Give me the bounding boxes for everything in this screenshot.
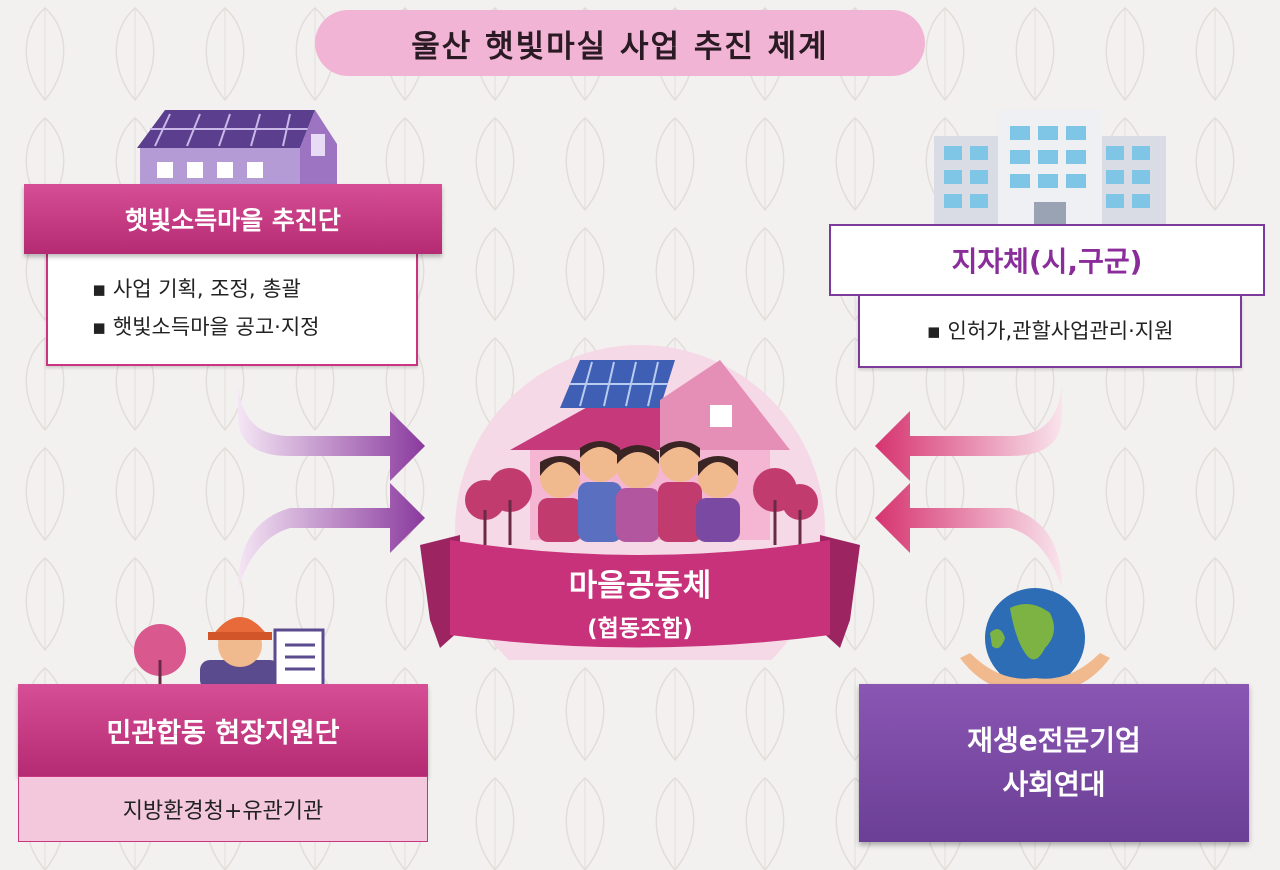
community-house-icon xyxy=(420,345,860,660)
promotion-team-header: 햇빛소득마을 추진단 xyxy=(24,184,442,254)
solar-house-icon xyxy=(137,110,337,188)
arrow-right-icon xyxy=(238,388,425,588)
renewable-enterprise-box: 재생e전문기업 사회연대 xyxy=(859,684,1249,842)
task-item: ▪ 사업 기획, 조정, 총괄 xyxy=(92,277,301,301)
village-community-label: 마을공동체 (협동조합) xyxy=(440,548,840,648)
government-building-icon xyxy=(934,110,1166,226)
task-item: ▪ 인허가,관할사업관리·지원 xyxy=(926,319,1174,343)
task-item: ▪ 햇빛소득마을 공고·지정 xyxy=(92,315,320,339)
enterprise-line1: 재생e전문기업 xyxy=(967,724,1141,757)
admin-task-list: ▪ 인허가,관할사업관리·지원 xyxy=(858,296,1242,368)
planning-task-list: ▪ 사업 기획, 조정, 총괄 ▪ 햇빛소득마을 공고·지정 xyxy=(46,254,418,366)
field-worker-icon xyxy=(134,617,325,690)
field-support-team-header: 민관합동 현장지원단 xyxy=(18,684,428,776)
community-subtitle: (협동조합) xyxy=(587,616,693,642)
globe-in-hands-icon xyxy=(960,588,1110,692)
community-name: 마을공동체 xyxy=(568,568,712,604)
field-support-members: 지방환경청+유관기관 xyxy=(18,776,428,842)
enterprise-line2: 사회연대 xyxy=(1002,768,1106,801)
local-government-header: 지자체(시,구군) xyxy=(829,224,1265,296)
arrow-left-icon xyxy=(875,388,1062,588)
diagram-title: 울산 햇빛마실 사업 추진 체계 xyxy=(315,10,925,76)
